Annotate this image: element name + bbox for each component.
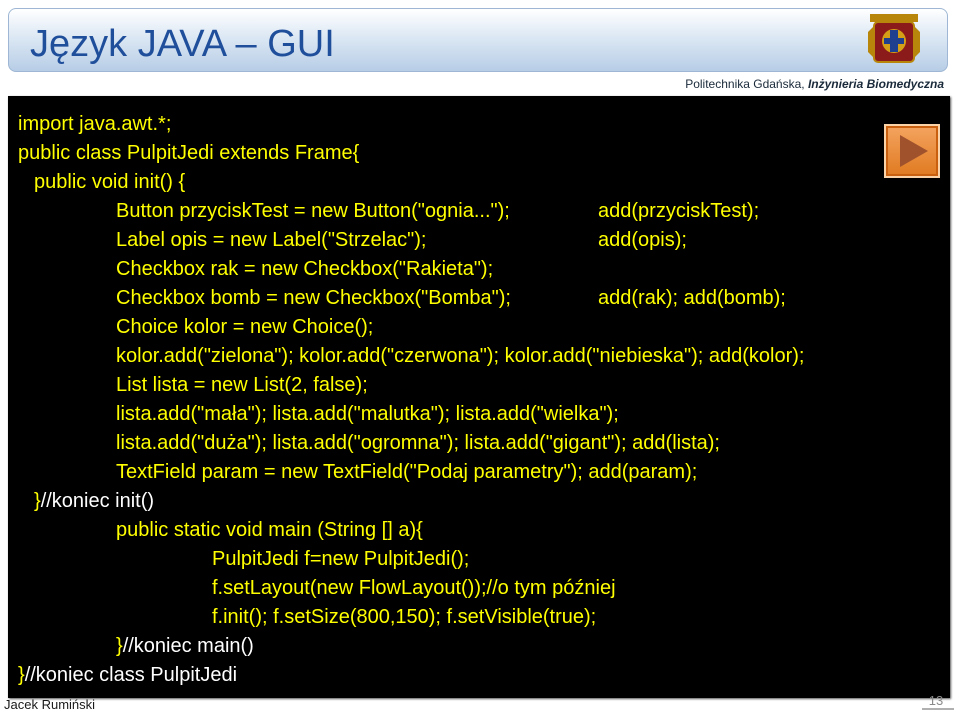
code-brace: }: [34, 490, 41, 512]
code-line: add(opis);: [598, 229, 687, 251]
code-line: PulpitJedi f=new PulpitJedi();: [212, 548, 470, 570]
faculty-name: Inżynieria Biomedyczna: [807, 77, 944, 91]
code-line: List lista = new List(2, false);: [116, 374, 368, 396]
institution-label: Politechnika Gdańska, Inżynieria Biomedy…: [685, 76, 944, 92]
code-line: }//koniec init(): [34, 489, 154, 513]
code-line: Checkbox bomb = new Checkbox("Bomba");: [116, 287, 511, 309]
code-line: add(rak); add(bomb);: [598, 287, 786, 309]
code-brace: }: [18, 664, 25, 686]
code-line: }//koniec main(): [116, 634, 254, 658]
code-line: lista.add("duża"); lista.add("ogromna");…: [116, 432, 720, 454]
code-line: f.init(); f.setSize(800,150); f.setVisib…: [212, 606, 597, 628]
code-line: Label opis = new Label("Strzelac");: [116, 229, 427, 251]
code-line: add(przyciskTest);: [598, 200, 760, 222]
code-line: }//koniec class PulpitJedi: [18, 663, 237, 687]
slide-title: Język JAVA – GUI: [30, 23, 335, 65]
code-comment: //koniec class PulpitJedi: [24, 664, 238, 686]
play-button[interactable]: [884, 124, 940, 178]
page-number-rule: [922, 708, 954, 710]
code-line: public class PulpitJedi extends Frame{: [18, 142, 360, 164]
code-comment: //koniec main(): [122, 635, 254, 657]
code-line: Checkbox rak = new Checkbox("Rakieta");: [116, 258, 494, 280]
code-comment: //koniec init(): [40, 490, 155, 512]
institution-name: Politechnika Gdańska,: [685, 77, 808, 91]
code-line: import java.awt.*;: [18, 113, 172, 135]
code-brace: }: [116, 635, 123, 657]
header-bar: [8, 8, 948, 72]
university-crest-icon: [868, 14, 920, 63]
code-line: Choice kolor = new Choice();: [116, 316, 374, 338]
page-number: 13: [928, 693, 944, 708]
code-line: kolor.add("zielona"); kolor.add("czerwon…: [116, 345, 805, 367]
code-line: f.setLayout(new FlowLayout());//o tym pó…: [212, 577, 616, 599]
code-line: TextField param = new TextField("Podaj p…: [116, 461, 698, 483]
code-line: public void init() {: [34, 171, 186, 193]
play-icon: [900, 135, 928, 167]
code-line: public static void main (String [] a){: [116, 519, 423, 541]
code-listing: [8, 96, 950, 698]
author-name: Jacek Rumiński: [4, 697, 96, 712]
code-line: lista.add("mała"); lista.add("malutka");…: [116, 403, 619, 425]
code-line: Button przyciskTest = new Button("ognia.…: [116, 200, 510, 222]
